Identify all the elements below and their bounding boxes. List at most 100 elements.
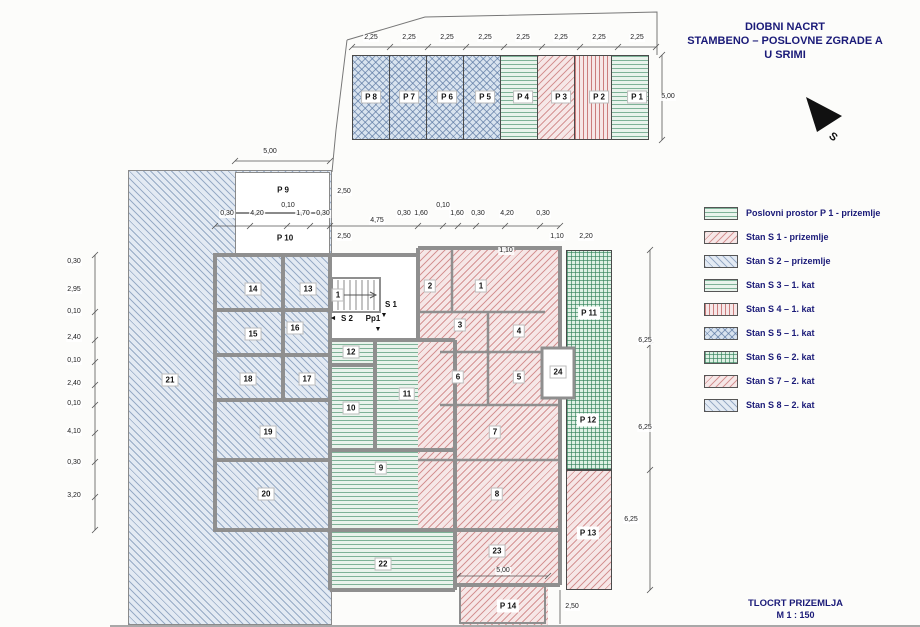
parking-stall-p7	[389, 55, 427, 140]
room-number: 8	[490, 487, 504, 501]
room-number: 15	[244, 327, 262, 341]
drawing-name: TLOCRT PRIZEMLJA	[748, 598, 843, 609]
area-label-p10: P 10	[273, 231, 297, 245]
dimension-label: 2,25	[401, 34, 417, 42]
legend-label: Stan S 2 – prizemlje	[746, 256, 831, 266]
dimension-label: 2,25	[629, 34, 645, 42]
legend-swatch-green-horizontal-icon	[704, 278, 738, 292]
legend-swatch-red-diagonal-icon	[704, 374, 738, 388]
legend-label: Stan S 3 – 1. kat	[746, 280, 815, 290]
room-number: 9	[374, 461, 388, 475]
legend-label: Stan S 5 – 1. kat	[746, 328, 815, 338]
room-number: 1	[474, 279, 488, 293]
dimension-label: 3,20	[66, 492, 82, 500]
down-arrow-icon: ▼	[374, 326, 382, 333]
dimension-label: 6,25	[623, 516, 639, 524]
area-label-p12: P 12	[576, 413, 600, 427]
marker-s1: S 1	[382, 300, 400, 310]
title-line-2: STAMBENO – POSLOVNE ZGRADE A	[687, 35, 883, 47]
legend-item: Stan S 7 – 2. kat	[704, 374, 880, 388]
dimension-label: 2,25	[515, 34, 531, 42]
legend-item: Poslovni prostor P 1 - prizemlje	[704, 206, 880, 220]
dimension-label: 1,10	[498, 247, 514, 255]
marker-s2: S 2	[338, 314, 356, 324]
left-arrow-icon: ◄	[329, 315, 337, 322]
north-label: S	[826, 130, 840, 144]
dimension-label: 2,25	[553, 34, 569, 42]
dimension-label: 0,30	[470, 210, 486, 218]
dimension-label: 4,20	[499, 210, 515, 218]
dimension-label: 2,95	[66, 286, 82, 294]
legend-swatch-red-diagonal-icon	[704, 230, 738, 244]
drawing-scale: M 1 : 150	[776, 610, 815, 620]
dimension-label: 6,25	[637, 337, 653, 345]
legend-label: Stan S 6 – 2. kat	[746, 352, 815, 362]
stair-number: 1	[331, 288, 345, 302]
dimension-label: 2,50	[336, 233, 352, 241]
dimension-label: 1,10	[549, 233, 565, 241]
title-line-1: DIOBNI NACRT	[744, 21, 826, 33]
legend: Poslovni prostor P 1 - prizemlje Stan S …	[704, 206, 880, 412]
marker-pp1: Pp1	[363, 314, 383, 324]
dimension-label: 2,25	[591, 34, 607, 42]
parking-label-p2: P 2	[589, 90, 609, 104]
dimension-label: 2,50	[564, 603, 580, 611]
legend-item: Stan S 2 – prizemlje	[704, 254, 880, 268]
legend-swatch-green-horizontal-icon	[704, 206, 738, 220]
footer: TLOCRT PRIZEMLJA M 1 : 150	[718, 598, 873, 621]
room-number: 6	[451, 370, 465, 384]
room-number: 3	[453, 318, 467, 332]
dimension-label: 2,40	[66, 380, 82, 388]
legend-item: Stan S 1 - prizemlje	[704, 230, 880, 244]
dimension-label: 4,75	[369, 217, 385, 225]
legend-label: Poslovni prostor P 1 - prizemlje	[746, 208, 881, 218]
legend-item: Stan S 5 – 1. kat	[704, 326, 880, 340]
legend-swatch-green-crosshatch-icon	[704, 350, 738, 364]
area-label-p11: P 11	[578, 306, 600, 320]
dimension-label: 1,70	[295, 210, 311, 218]
dimension-label: 0,10	[66, 400, 82, 408]
legend-swatch-blue-crosshatch-icon	[704, 326, 738, 340]
dimension-label: 0,30	[535, 210, 551, 218]
area-label-p14: P 14	[496, 599, 520, 613]
legend-item: Stan S 4 – 1. kat	[704, 302, 880, 316]
dimension-label: 4,10	[66, 428, 82, 436]
room-number: 21	[161, 373, 179, 387]
parking-label-p4: P 4	[513, 90, 533, 104]
parking-label-p6: P 6	[437, 90, 457, 104]
room-number: 5	[512, 370, 526, 384]
dimension-label: 6,25	[637, 424, 653, 432]
dimension-label: 0,30	[315, 210, 331, 218]
room-number: 22	[374, 557, 392, 571]
room-number: 20	[257, 487, 275, 501]
room-number: 12	[342, 345, 360, 359]
dimension-label: 5,00	[495, 567, 511, 575]
dimension-label: 2,50	[336, 188, 352, 196]
dimension-label: 2,25	[363, 34, 379, 42]
dimension-label: 0,30	[219, 210, 235, 218]
room-number: 23	[488, 544, 506, 558]
area-p11-p12-region	[566, 250, 612, 470]
legend-swatch-red-vertical-icon	[704, 302, 738, 316]
dimension-label: 1,60	[413, 210, 429, 218]
dimension-label: 2,20	[578, 233, 594, 241]
dimension-label: 5,00	[262, 148, 278, 156]
room-number: 13	[299, 282, 317, 296]
legend-item: Stan S 6 – 2. kat	[704, 350, 880, 364]
room-number: 10	[342, 401, 360, 415]
dimension-label: 1,60	[449, 210, 465, 218]
legend-item: Stan S 8 – 2. kat	[704, 398, 880, 412]
title-line-3: U SRIMI	[764, 49, 806, 61]
legend-label: Stan S 8 – 2. kat	[746, 400, 815, 410]
room-number: 7	[488, 425, 502, 439]
legend-label: Stan S 4 – 1. kat	[746, 304, 815, 314]
area-label-p13: P 13	[576, 526, 600, 540]
room-number: 4	[512, 324, 526, 338]
parking-label-p1: P 1	[627, 90, 647, 104]
dimension-label: 2,40	[66, 334, 82, 342]
room-number: 11	[398, 387, 416, 401]
drawing-title: DIOBNI NACRT STAMBENO – POSLOVNE ZGRADE …	[672, 20, 898, 62]
legend-item: Stan S 3 – 1. kat	[704, 278, 880, 292]
dimension-label: 0,10	[435, 202, 451, 210]
